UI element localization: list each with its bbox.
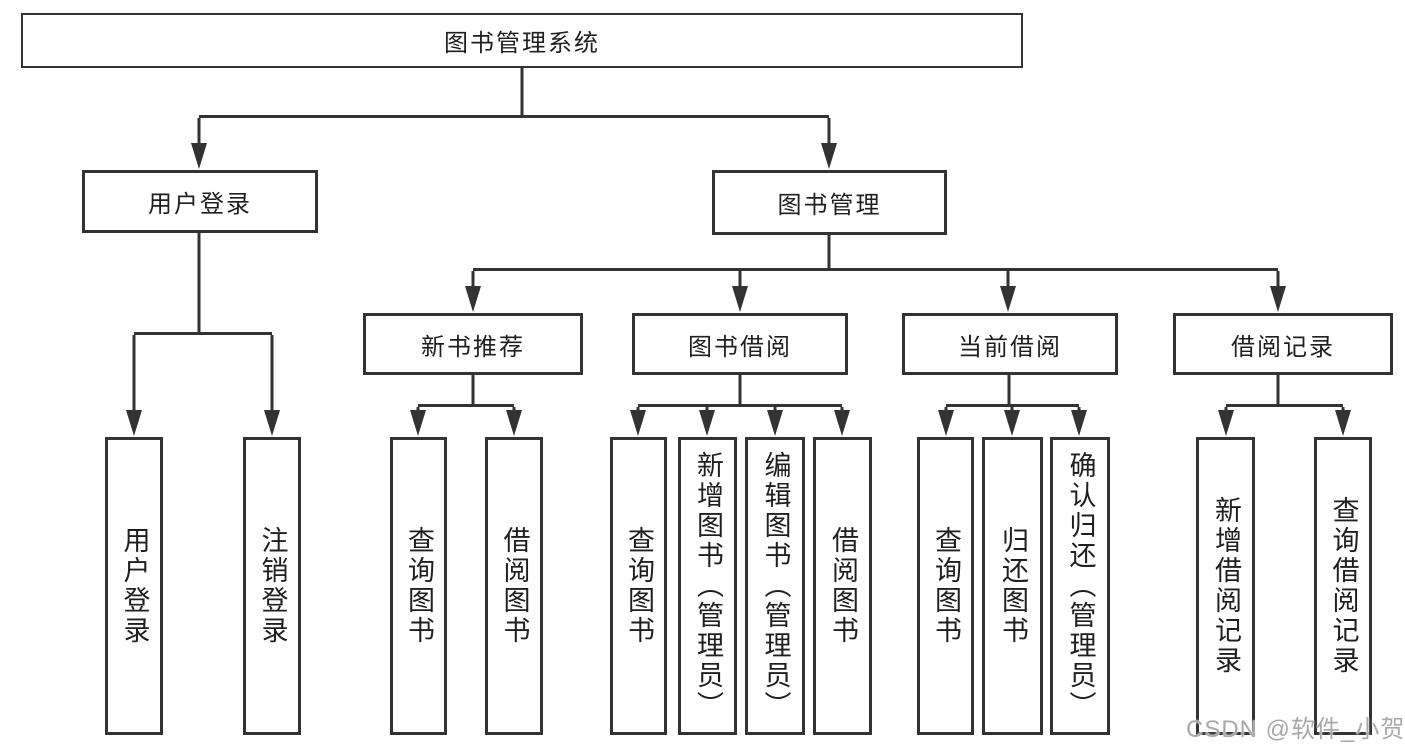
node-label: 新书推荐 xyxy=(421,333,525,361)
node-label: 编辑图书（管理员） xyxy=(760,451,791,721)
node-label: 图书管理系统 xyxy=(444,30,600,57)
node-library-management-system: 图书管理系统 xyxy=(21,13,1023,68)
node-label: 图书借阅 xyxy=(688,333,792,361)
leaf-query-books-borrow: 查询图书 xyxy=(610,437,667,735)
leaf-user-login: 用户登录 xyxy=(105,437,163,735)
leaf-query-books-current: 查询图书 xyxy=(917,437,974,735)
node-user-login: 用户登录 xyxy=(82,170,318,233)
node-label: 归还图书 xyxy=(998,526,1028,646)
node-current-borrow: 当前借阅 xyxy=(902,313,1118,375)
leaf-query-books-recommend: 查询图书 xyxy=(390,437,447,735)
leaf-edit-book-admin: 编辑图书（管理员） xyxy=(745,437,805,735)
leaf-logout: 注销登录 xyxy=(243,437,301,735)
node-label: 查询图书 xyxy=(404,526,434,646)
node-label: 查询图书 xyxy=(931,526,961,646)
node-label: 当前借阅 xyxy=(958,333,1062,361)
leaf-add-book-admin: 新增图书（管理员） xyxy=(678,437,737,735)
node-book-management: 图书管理 xyxy=(712,170,947,235)
node-new-book-recommend: 新书推荐 xyxy=(363,313,583,375)
node-book-borrow: 图书借阅 xyxy=(632,313,848,375)
node-borrow-records: 借阅记录 xyxy=(1173,313,1393,375)
node-label: 确认归还（管理员） xyxy=(1065,451,1096,721)
node-label: 图书管理 xyxy=(777,192,882,219)
node-label: 注销登录 xyxy=(257,526,288,646)
leaf-confirm-return-admin: 确认归还（管理员） xyxy=(1050,437,1110,735)
node-label: 用户登录 xyxy=(148,191,252,218)
leaf-borrow-books-recommend: 借阅图书 xyxy=(485,437,543,735)
node-label: 查询借阅记录 xyxy=(1328,496,1359,676)
node-label: 用户登录 xyxy=(119,526,150,646)
leaf-add-borrow-record: 新增借阅记录 xyxy=(1196,437,1255,735)
node-label: 借阅记录 xyxy=(1231,333,1335,361)
leaf-return-book: 归还图书 xyxy=(982,437,1043,735)
arrowheads xyxy=(126,143,1351,436)
node-label: 借阅图书 xyxy=(499,526,530,646)
node-label: 查询图书 xyxy=(624,526,654,646)
node-label: 借阅图书 xyxy=(828,526,858,646)
csdn-watermark: CSDN @软件_小贺同学 xyxy=(1186,716,1405,743)
node-label: 新增借阅记录 xyxy=(1211,496,1241,676)
node-label: 新增图书（管理员） xyxy=(693,451,723,721)
leaf-borrow-books: 借阅图书 xyxy=(813,437,872,735)
leaf-query-borrow-record: 查询借阅记录 xyxy=(1314,437,1372,735)
